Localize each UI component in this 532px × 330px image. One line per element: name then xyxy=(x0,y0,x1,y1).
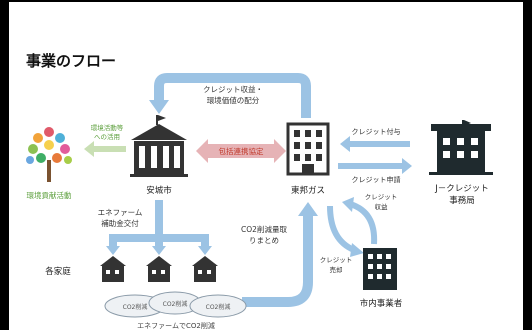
env-contribution-label: 環境貢献活動 xyxy=(27,190,72,200)
anjo-city-label: 安城市 xyxy=(146,185,172,196)
jcredit-office-icon xyxy=(429,120,493,175)
house-icon xyxy=(100,256,126,282)
co2-collection-arrow xyxy=(242,202,318,307)
credit-income-arrow xyxy=(342,197,378,245)
credit-sale-label-2: 売却 xyxy=(330,265,343,274)
city-hall-icon xyxy=(130,115,188,177)
cloud-label-1: CO2削減 xyxy=(123,303,148,311)
co2-cloud-group xyxy=(104,291,247,318)
green-arrow xyxy=(84,141,126,157)
top-frame-bar xyxy=(0,0,532,2)
credit-apply-arrow xyxy=(338,158,412,174)
left-frame-bar xyxy=(0,0,9,330)
local-business-label: 市内事業者 xyxy=(360,298,403,309)
house-icon xyxy=(146,256,172,282)
office-building-icon xyxy=(286,122,330,176)
page-title: 事業のフロー xyxy=(26,52,116,70)
cloud-caption: エネファームでCO2削減 xyxy=(137,321,215,330)
credit-revenue-label-1: クレジット収益・ xyxy=(203,84,263,94)
right-frame-bar xyxy=(523,0,532,330)
co2-collect-label-1: CO2削減量取 xyxy=(241,224,287,234)
credit-sale-label-1: クレジット xyxy=(320,256,353,264)
env-activity-label-1: 環境活動等 xyxy=(91,123,124,132)
credit-income-label-1: クレジット xyxy=(365,193,398,201)
jcredit-label-2: 事務局 xyxy=(449,195,475,206)
subsidy-arrow xyxy=(106,200,212,255)
toho-gas-label: 東邦ガス xyxy=(291,185,325,196)
households-label: 各家庭 xyxy=(45,266,71,277)
jcredit-label-1: J－クレジット xyxy=(434,184,489,194)
house-icon xyxy=(192,256,218,282)
partnership-arrow xyxy=(196,139,286,163)
credit-revenue-label-2: 環境価値の配分 xyxy=(207,95,260,105)
cloud-label-3: CO2削減 xyxy=(206,303,231,311)
tree-icon xyxy=(26,127,72,182)
env-activity-label-2: への活用 xyxy=(94,132,120,141)
co2-collect-label-2: りまとめ xyxy=(249,236,279,245)
enefarm-subsidy-label-2: 補助金交付 xyxy=(101,218,139,228)
credit-income-label-2: 収益 xyxy=(375,202,389,211)
business-building-icon xyxy=(363,248,397,290)
credit-grant-label: クレジット付与 xyxy=(352,127,401,136)
credit-sale-arrow xyxy=(327,205,364,257)
credit-allocation-arrow xyxy=(149,73,311,118)
credit-grant-arrow xyxy=(340,136,410,152)
credit-apply-label: クレジット申請 xyxy=(352,175,401,184)
cloud-label-2: CO2削減 xyxy=(163,300,188,308)
partnership-label: 包括連携協定 xyxy=(219,146,264,156)
enefarm-subsidy-label-1: エネファーム xyxy=(98,208,143,217)
